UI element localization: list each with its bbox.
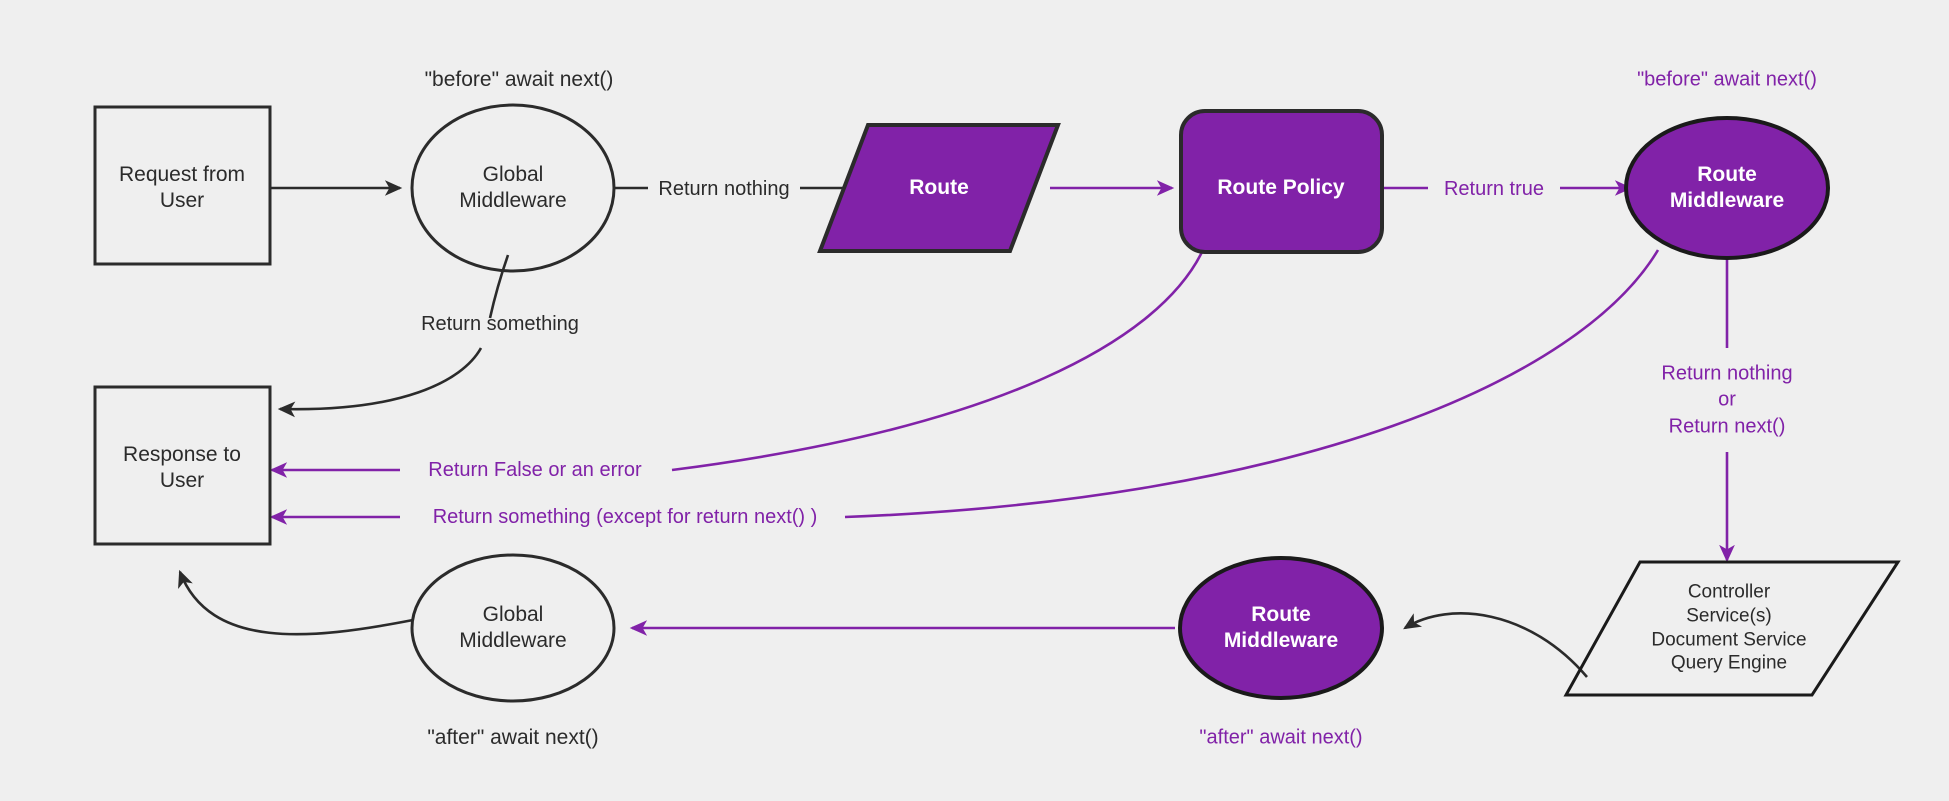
node-route[interactable] xyxy=(817,123,1061,253)
edge-policy-return-false-curve xyxy=(671,249,1205,472)
node-route-middleware-bottom[interactable] xyxy=(1178,556,1384,700)
node-route-middleware-top[interactable] xyxy=(1624,116,1830,260)
edge-middleware-return-something-curve xyxy=(844,249,1660,519)
node-global-middleware-top[interactable] xyxy=(410,103,616,273)
node-response-to-user[interactable] xyxy=(93,385,272,546)
node-route-policy[interactable] xyxy=(1179,109,1384,254)
edge-global-return-something-upper xyxy=(488,254,510,319)
node-controller-stack[interactable] xyxy=(1563,560,1901,697)
edge-global-bottom-to-response xyxy=(178,569,414,636)
edge-global-return-something-lower xyxy=(277,347,483,418)
node-request-from-user[interactable] xyxy=(93,105,272,266)
edge-controller-to-route-middleware xyxy=(1403,612,1588,678)
node-global-middleware-bottom[interactable] xyxy=(410,553,616,703)
